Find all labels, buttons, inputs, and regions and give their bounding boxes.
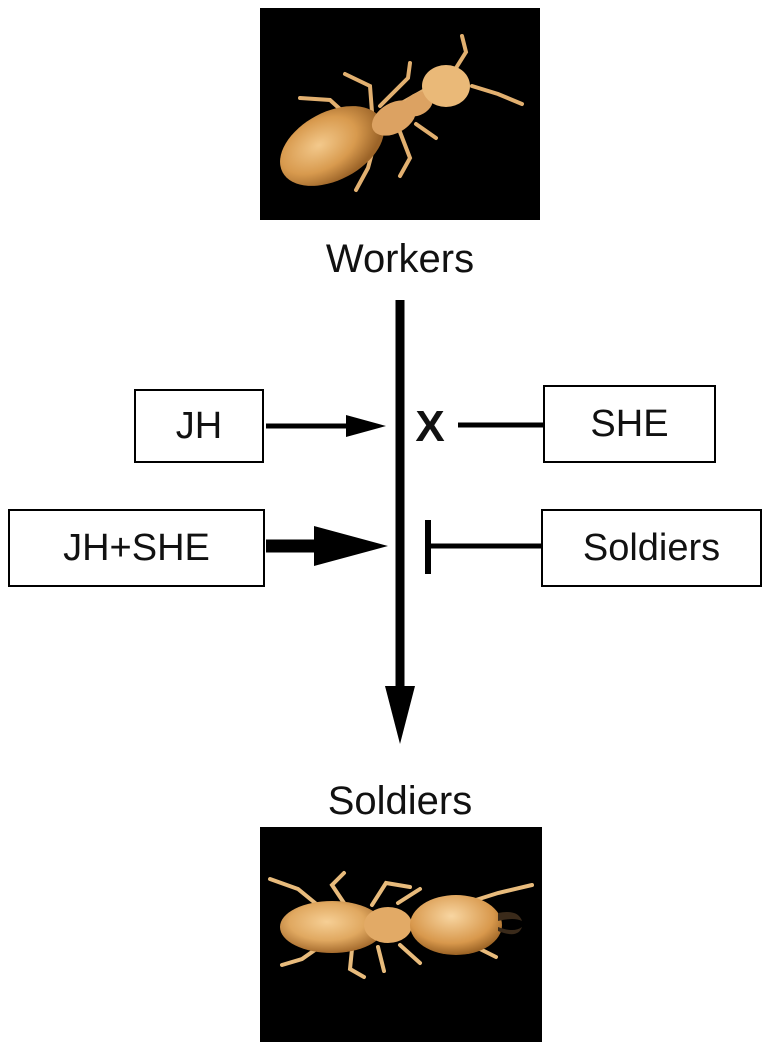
jh-she-box: JH+SHE — [8, 509, 265, 587]
soldiers-caption: Soldiers — [327, 779, 473, 823]
soldier-termite-photo — [260, 827, 542, 1042]
she-box: SHE — [543, 385, 716, 463]
workers-caption: Workers — [325, 237, 475, 281]
block-x-mark: X — [415, 402, 445, 451]
jh-arrow-head — [346, 415, 386, 437]
jh-she-arrow-head — [314, 526, 388, 566]
worker-termite-photo — [260, 8, 540, 220]
jh-box: JH — [134, 389, 264, 463]
soldiers-box: Soldiers — [541, 509, 762, 587]
main-arrow-head — [385, 686, 415, 744]
